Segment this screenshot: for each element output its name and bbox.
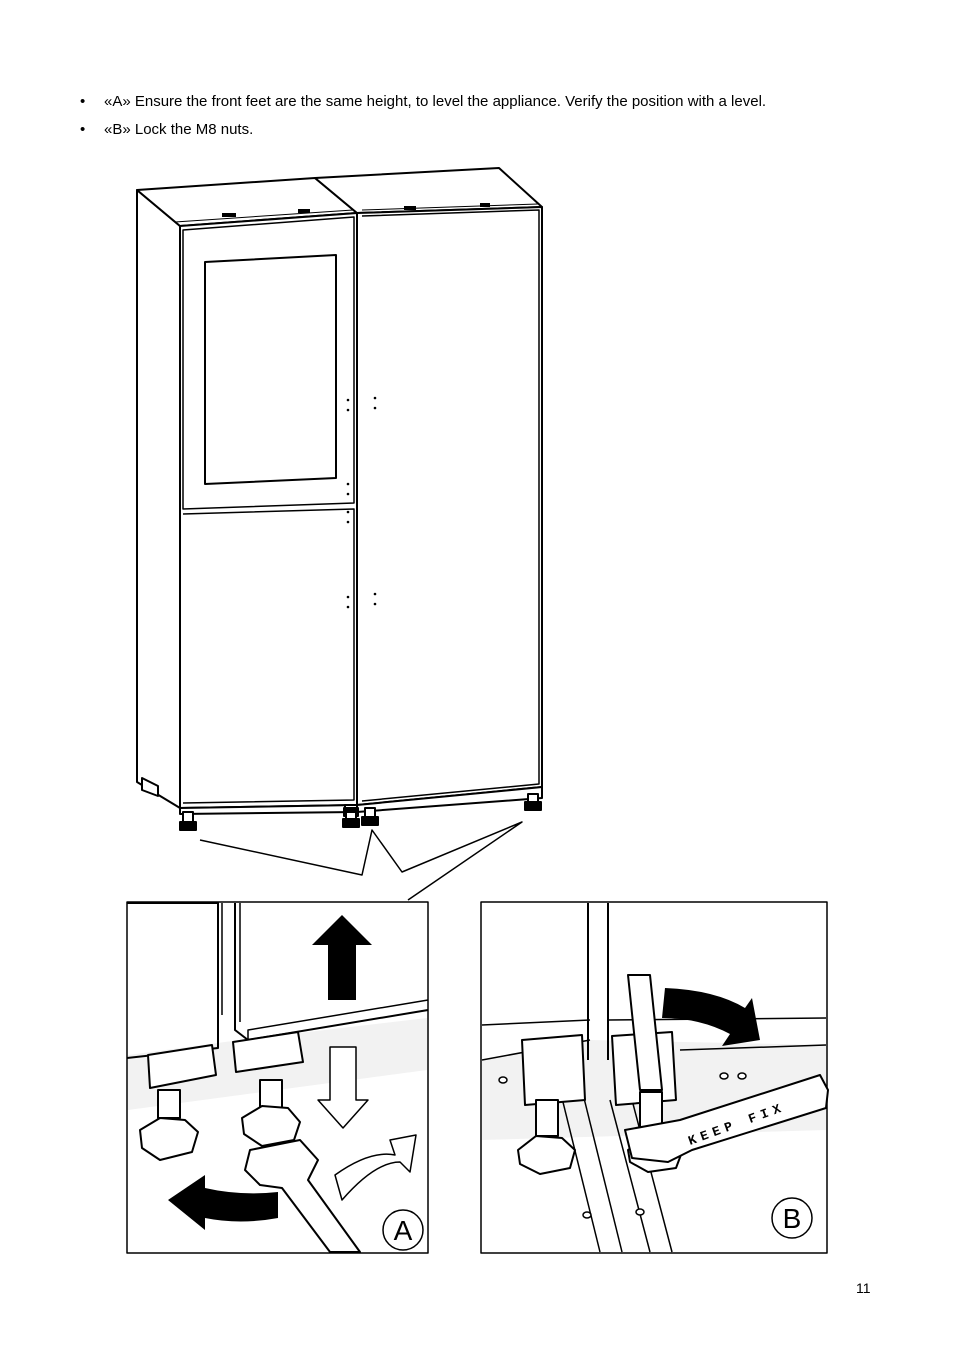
instruction-list: • «A» Ensure the front feet are the same… — [80, 88, 880, 144]
bullet: • — [80, 121, 86, 138]
instruction-item: • «A» Ensure the front feet are the same… — [80, 88, 880, 116]
bullet: • — [80, 93, 86, 110]
instruction-text-a: «A» Ensure the front feet are the same h… — [104, 93, 767, 110]
instruction-item: • «B» Lock the M8 nuts. — [80, 116, 880, 144]
instruction-text-b: «B» Lock the M8 nuts. — [104, 121, 254, 138]
appliance-drawing — [136, 167, 543, 831]
page-number: 11 — [856, 1280, 871, 1296]
detail-panel-b — [480, 901, 829, 1254]
panel-b-label: B — [783, 1203, 802, 1234]
detail-panel-a — [126, 901, 429, 1254]
panel-a-label: A — [394, 1215, 413, 1246]
panel-b-label-circle — [771, 1197, 813, 1239]
panel-a-label-circle — [382, 1209, 424, 1251]
zoom-callout — [199, 821, 523, 901]
